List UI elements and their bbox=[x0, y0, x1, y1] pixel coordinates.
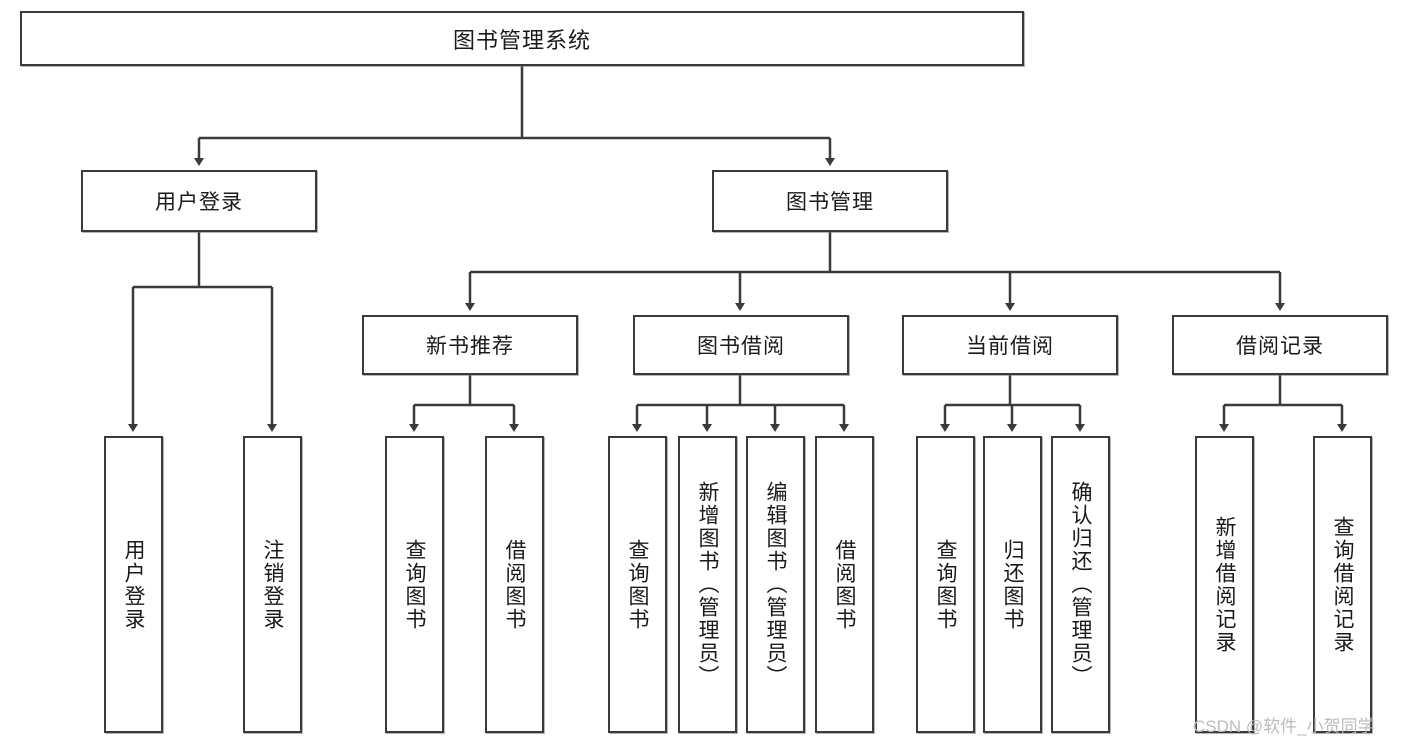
watermark: CSDN @软件_小贺同学 bbox=[1193, 717, 1375, 736]
leaf-user-login[interactable]: 用户登录 bbox=[104, 436, 163, 733]
node-user-login[interactable]: 用户登录 bbox=[81, 170, 317, 232]
leaf-query-book-2[interactable]: 查询图书 bbox=[608, 436, 667, 733]
leaf-borrow-book-1[interactable]: 借阅图书 bbox=[485, 436, 544, 733]
node-book-borrow[interactable]: 图书借阅 bbox=[633, 315, 849, 375]
node-new-book-recommend[interactable]: 新书推荐 bbox=[362, 315, 578, 375]
leaf-confirm-return[interactable]: 确认归还（管理员） bbox=[1051, 436, 1110, 733]
leaf-query-borrow-record[interactable]: 查询借阅记录 bbox=[1313, 436, 1372, 733]
leaf-add-borrow-record[interactable]: 新增借阅记录 bbox=[1195, 436, 1254, 733]
leaf-logout-login[interactable]: 注销登录 bbox=[243, 436, 302, 733]
node-current-borrow[interactable]: 当前借阅 bbox=[902, 315, 1118, 375]
leaf-borrow-book-2[interactable]: 借阅图书 bbox=[815, 436, 874, 733]
leaf-edit-book[interactable]: 编辑图书（管理员） bbox=[746, 436, 805, 733]
node-book-management-system[interactable]: 图书管理系统 bbox=[20, 11, 1024, 66]
leaf-return-book[interactable]: 归还图书 bbox=[983, 436, 1042, 733]
leaf-add-book[interactable]: 新增图书（管理员） bbox=[678, 436, 737, 733]
leaf-query-book-1[interactable]: 查询图书 bbox=[385, 436, 444, 733]
leaf-query-book-3[interactable]: 查询图书 bbox=[916, 436, 975, 733]
node-borrow-record[interactable]: 借阅记录 bbox=[1172, 315, 1388, 375]
node-book-management[interactable]: 图书管理 bbox=[712, 170, 948, 232]
